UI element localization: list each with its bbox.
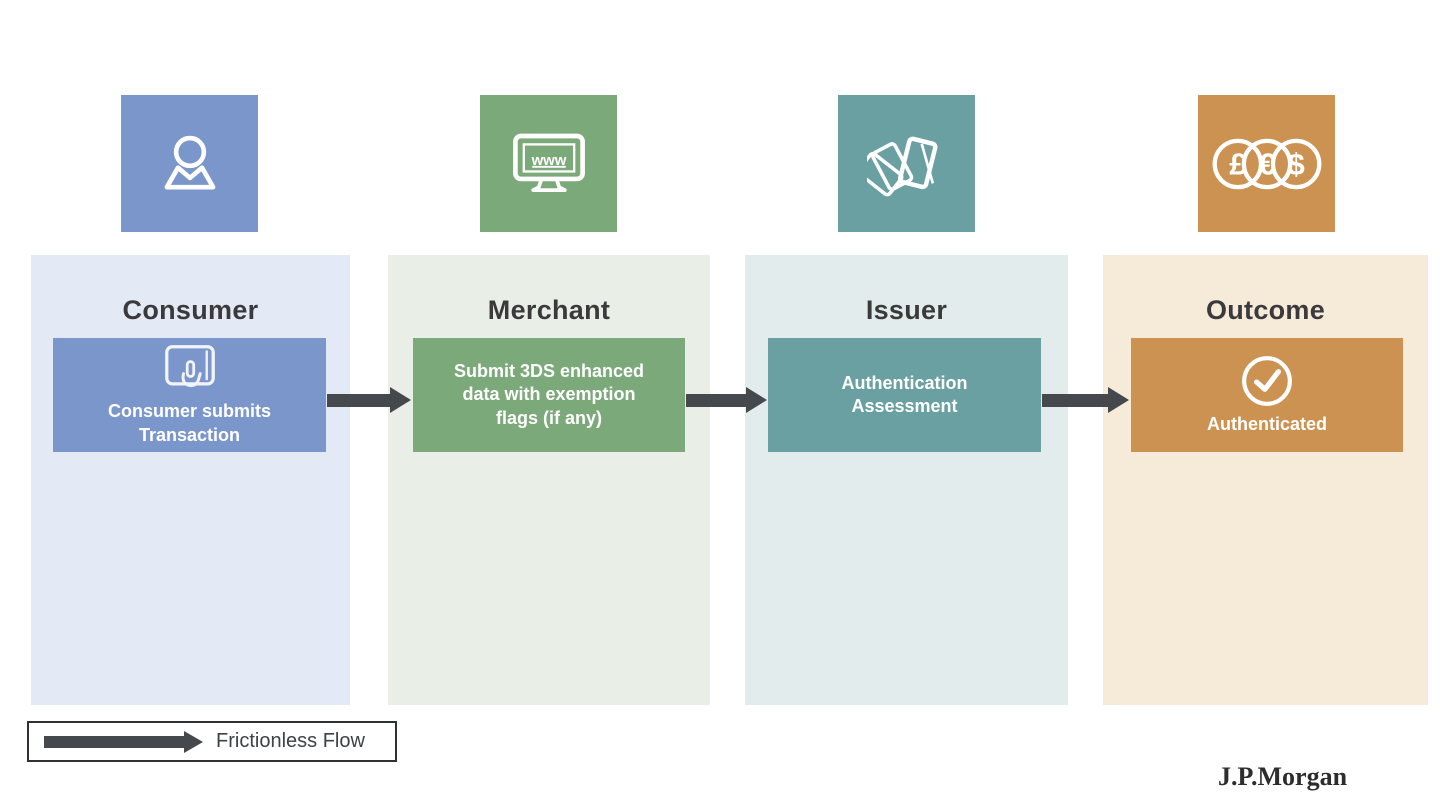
- monitor-www-icon: www: [507, 126, 591, 202]
- arrowhead-icon: [1108, 387, 1129, 413]
- arrow-merchant-to-issuer: [686, 387, 767, 413]
- consumer-step-label: Consumer submits Transaction: [107, 401, 272, 445]
- outcome-panel: Outcome: [1103, 255, 1428, 705]
- merchant-step-label: Submit 3DS enhanced data with exemption …: [453, 360, 645, 428]
- merchant-icon-tile: www: [480, 95, 617, 232]
- merchant-panel: Merchant: [388, 255, 710, 705]
- bank-cards-icon: [866, 124, 947, 204]
- arrowhead-icon: [746, 387, 767, 413]
- jpmorgan-logo: J.P.Morgan: [1218, 762, 1348, 791]
- svg-text:€: €: [1258, 146, 1275, 181]
- merchant-step-box: Submit 3DS enhanced data with exemption …: [413, 338, 685, 452]
- arrow-issuer-to-outcome: [1042, 387, 1129, 413]
- outcome-step-box: Authenticated: [1131, 338, 1403, 452]
- outcome-icon-tile: £ € $: [1198, 95, 1335, 232]
- person-icon: [153, 127, 227, 201]
- legend-box: Frictionless Flow: [27, 721, 397, 762]
- consumer-panel: Consumer: [31, 255, 350, 705]
- check-circle-icon: [1240, 354, 1294, 408]
- consumer-header: Consumer: [122, 295, 259, 325]
- outcome-step-label: Authenticated: [1206, 413, 1327, 434]
- merchant-header: Merchant: [487, 295, 611, 325]
- currency-coins-icon: £ € $: [1207, 129, 1327, 199]
- consumer-step-box: Consumer submits Transaction: [53, 338, 326, 452]
- legend-arrow-icon: [44, 735, 184, 748]
- svg-text:£: £: [1229, 146, 1246, 181]
- outcome-header: Outcome: [1205, 295, 1326, 325]
- issuer-panel: Issuer: [745, 255, 1068, 705]
- svg-text:$: $: [1287, 146, 1304, 181]
- svg-text:www: www: [530, 151, 566, 168]
- arrow-consumer-to-merchant: [327, 387, 411, 413]
- arrowhead-icon: [390, 387, 411, 413]
- legend-label: Frictionless Flow: [216, 730, 365, 752]
- legend-arrowhead-icon: [184, 730, 203, 753]
- issuer-header: Issuer: [865, 295, 948, 325]
- tablet-touch-icon: [159, 343, 221, 395]
- issuer-step-box: Authentication Assessment: [768, 338, 1041, 452]
- issuer-icon-tile: [838, 95, 975, 232]
- issuer-step-label: Authentication Assessment: [841, 372, 968, 416]
- consumer-icon-tile: [121, 95, 258, 232]
